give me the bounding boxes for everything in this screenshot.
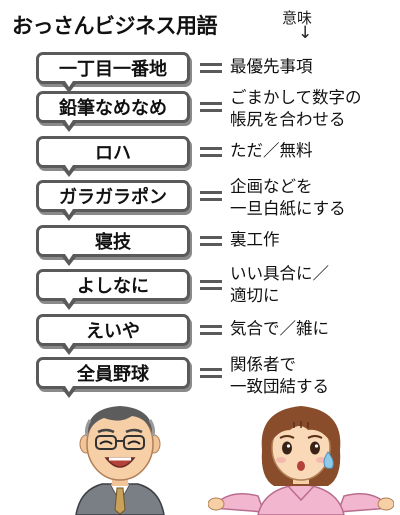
laughing-man-illustration	[75, 406, 165, 515]
meaning-header: 意味	[282, 9, 313, 27]
term-bubble: よしなに	[36, 269, 190, 301]
speech-tail-inner	[65, 386, 73, 392]
speech-tail-inner	[65, 165, 73, 171]
term-bubble: 一丁目一番地	[36, 52, 190, 84]
confused-woman-illustration	[208, 406, 394, 515]
speech-tail-icon	[62, 212, 76, 221]
speech-tail-inner	[65, 254, 73, 260]
speech-tail-inner	[65, 209, 73, 215]
term-bubble: 全員野球	[36, 357, 190, 389]
speech-tail-icon	[62, 301, 76, 310]
term-meaning: ごまかして数字の 帳尻を合わせる	[230, 88, 362, 129]
term-bubble: ロハ	[36, 136, 190, 168]
term-bubble: えいや	[36, 314, 190, 346]
speech-tail-icon	[62, 389, 76, 398]
term-meaning: ただ／無料	[230, 141, 313, 160]
equals-icon	[200, 366, 224, 380]
speech-tail-icon	[62, 84, 76, 93]
speech-tail-inner	[65, 298, 73, 304]
speech-tail-inner	[65, 81, 73, 87]
equals-icon	[200, 234, 224, 248]
term-meaning: いい具合に／ 適切に	[230, 264, 329, 305]
term-bubble: 寝技	[36, 225, 190, 257]
term-meaning: 最優先事項	[230, 57, 313, 76]
term-bubble: ガラガラポン	[36, 180, 190, 212]
page-title: おっさんビジネス用語	[12, 14, 218, 38]
speech-tail-icon	[62, 123, 76, 132]
equals-icon	[200, 100, 224, 114]
speech-tail-icon	[62, 168, 76, 177]
speech-tail-inner	[65, 343, 73, 349]
equals-icon	[200, 61, 224, 75]
equals-icon	[200, 189, 224, 203]
down-arrow-icon: ↓	[298, 23, 313, 43]
speech-tail-icon	[62, 346, 76, 355]
equals-icon	[200, 145, 224, 159]
speech-tail-icon	[62, 257, 76, 266]
equals-icon	[200, 323, 224, 337]
term-meaning: 気合で／雑に	[230, 319, 329, 338]
equals-icon	[200, 278, 224, 292]
term-bubble: 鉛筆なめなめ	[36, 91, 190, 123]
term-meaning: 関係者で 一致団結する	[230, 355, 329, 396]
term-meaning: 企画などを 一旦白紙にする	[230, 177, 346, 218]
speech-tail-inner	[65, 120, 73, 126]
term-meaning: 裏工作	[230, 230, 280, 249]
